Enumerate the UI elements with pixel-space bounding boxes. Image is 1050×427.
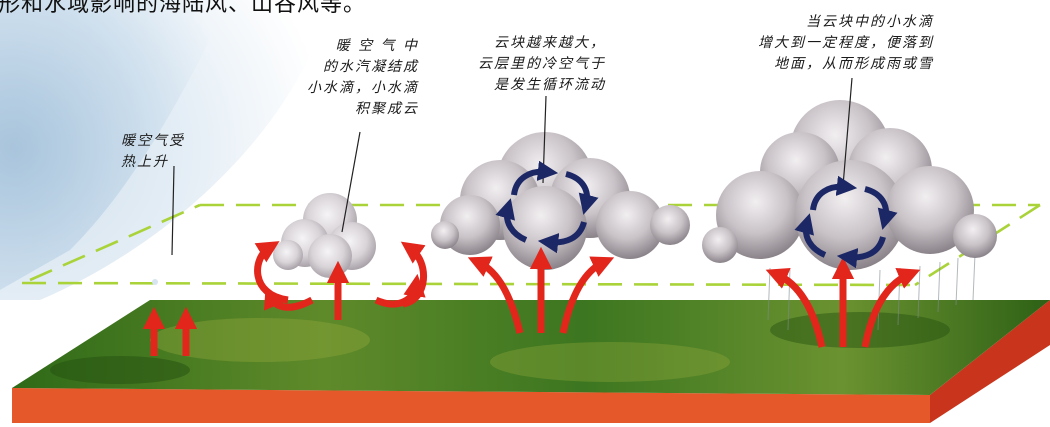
label-warm-air-rises: 暖空气受 热上升	[121, 131, 185, 173]
label-condensation: 暖 空 气 中 的水汽凝结成 小水滴，小水滴 积聚成云	[307, 36, 419, 120]
medium-cloud	[431, 132, 690, 270]
label-cloud-circulation: 云块越来越大， 云层里的冷空气于 是发生循环流动	[478, 33, 606, 96]
label-precipitation: 当云块中的小水滴 增大到一定程度，便落到 地面，从而形成雨或雪	[758, 12, 934, 75]
header-text-fragment: 形和水域影响的海陆风、山谷风等。	[0, 0, 366, 18]
large-cloud	[702, 100, 997, 270]
